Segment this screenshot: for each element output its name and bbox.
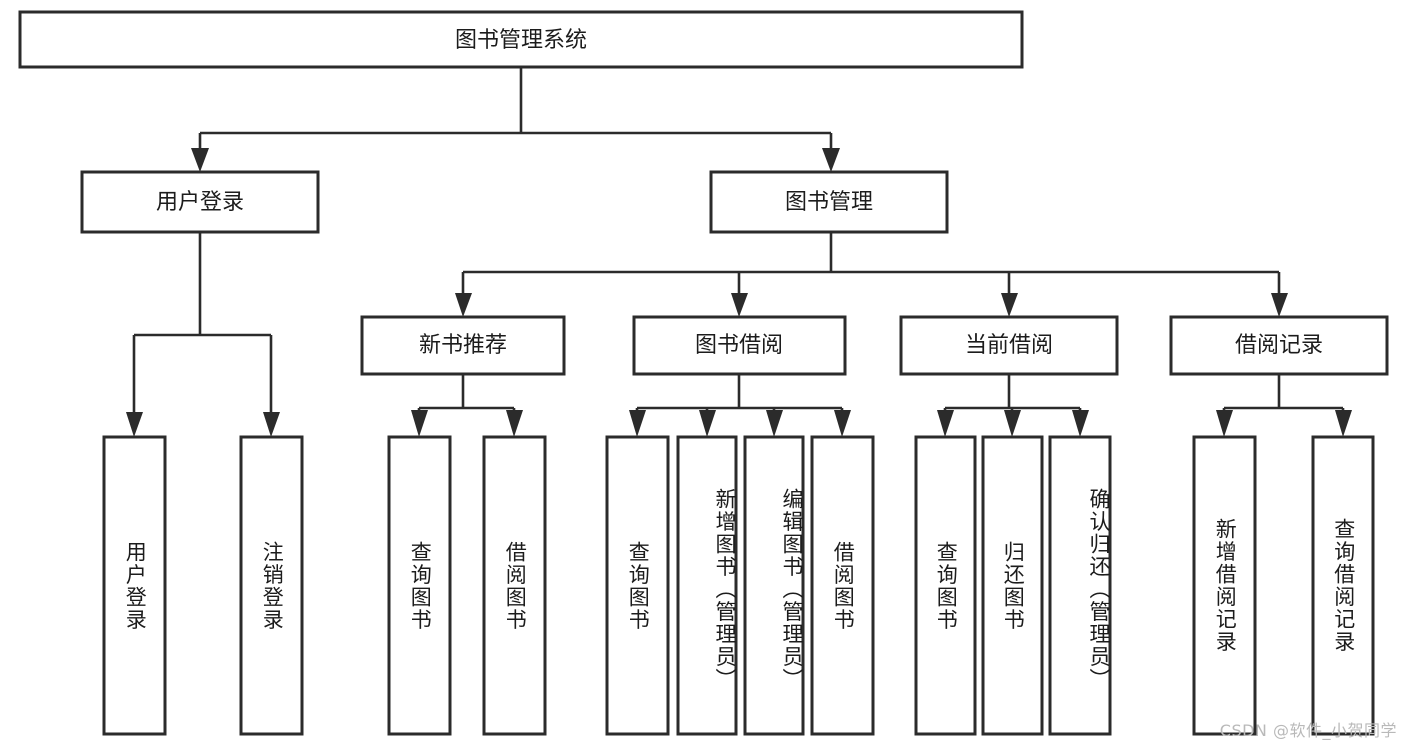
node-book-manage-box[interactable] — [709, 170, 949, 234]
arrow-root-to-user-login — [191, 148, 209, 172]
arrow-bm-to-current-borrow — [1001, 293, 1018, 317]
arrow-nbr-leaf-1 — [411, 410, 428, 437]
leaf-query-book-2-box[interactable] — [605, 435, 670, 736]
csdn-watermark: CSDN @软件_小贺同学 — [1219, 721, 1397, 740]
node-new-book-recommend-box[interactable] — [360, 315, 566, 376]
node-book-borrow-box[interactable] — [632, 315, 847, 376]
leaf-borrow-book-1-box[interactable] — [482, 435, 547, 736]
arrow-cb-leaf-2 — [1004, 410, 1021, 437]
node-root-label: 图书管理系统 — [455, 28, 587, 53]
node-user-login-label: 用户登录 — [156, 190, 244, 215]
arrow-user-login-leaf-2 — [263, 412, 280, 437]
node-borrow-record-label: 借阅记录 — [1235, 333, 1323, 358]
leaf-add-book-box[interactable] — [676, 435, 738, 736]
arrow-user-login-leaf-1 — [126, 412, 143, 437]
connector-layer — [126, 67, 1352, 437]
arrow-bm-to-borrow-record — [1271, 293, 1288, 317]
arrow-bm-to-book-borrow — [731, 293, 748, 317]
leaf-add-record-box[interactable] — [1192, 435, 1257, 736]
leaf-user-login-box[interactable] — [102, 435, 167, 736]
arrow-bb-leaf-2 — [699, 410, 716, 437]
arrow-root-to-book-manage — [822, 148, 840, 172]
leaf-return-book-box[interactable] — [981, 435, 1044, 736]
leaf-user-logout-box[interactable] — [239, 435, 304, 736]
arrow-bb-leaf-4 — [834, 410, 851, 437]
leaf-query-book-3-box[interactable] — [914, 435, 977, 736]
node-borrow-record-box[interactable] — [1169, 315, 1389, 376]
leaf-borrow-book-2-box[interactable] — [810, 435, 875, 736]
arrow-cb-leaf-1 — [937, 410, 954, 437]
leaf-query-book-1-box[interactable] — [387, 435, 452, 736]
arrow-bb-leaf-3 — [766, 410, 783, 437]
arrow-br-leaf-2 — [1335, 410, 1352, 437]
node-layer: 图书管理系统 用户登录 图书管理 新书推荐 图书借阅 当前借阅 借阅记录 — [18, 10, 1389, 736]
node-user-login-box[interactable] — [80, 170, 320, 234]
leaf-edit-book-box[interactable] — [743, 435, 805, 736]
node-book-manage-label: 图书管理 — [785, 190, 873, 215]
node-current-borrow-box[interactable] — [899, 315, 1119, 376]
leaf-query-record-box[interactable] — [1311, 435, 1375, 736]
node-root-box[interactable] — [18, 10, 1024, 69]
arrow-nbr-leaf-2 — [506, 410, 523, 437]
arrow-cb-leaf-3 — [1072, 410, 1089, 437]
node-book-borrow-label: 图书借阅 — [695, 333, 783, 358]
arrow-bm-to-new-book-recommend — [455, 293, 472, 317]
arrow-bb-leaf-1 — [629, 410, 646, 437]
leaf-confirm-return-box[interactable] — [1048, 435, 1112, 736]
node-current-borrow-label: 当前借阅 — [965, 333, 1053, 358]
arrow-br-leaf-1 — [1216, 410, 1233, 437]
node-new-book-recommend-label: 新书推荐 — [419, 333, 507, 358]
